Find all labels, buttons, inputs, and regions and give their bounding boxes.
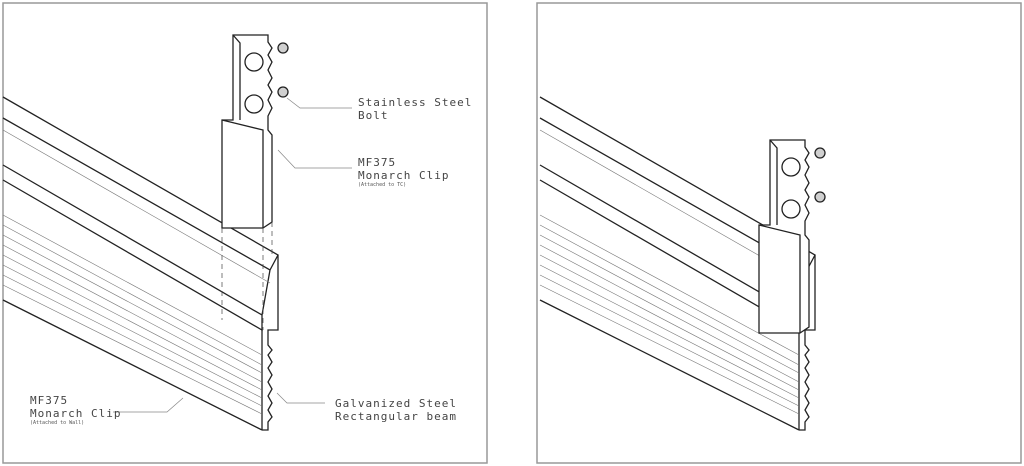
label-line: Stainless Steel <box>358 96 473 109</box>
label-line: Rectangular beam <box>335 410 457 423</box>
clip-exploded <box>221 34 289 229</box>
label-line: MF375 <box>30 394 69 407</box>
beam-exploded <box>2 96 279 431</box>
alignment-lines <box>221 222 273 330</box>
label-stainless-steel-bolt: Stainless Steel Bolt <box>358 96 472 122</box>
label-line: Monarch Clip <box>30 407 122 420</box>
label-line: Monarch Clip <box>358 169 450 182</box>
bolt-icon <box>277 42 289 98</box>
label-galvanized-steel-beam: Galvanized Steel Rectangular beam <box>335 397 457 423</box>
exploded-view-frame <box>2 2 488 464</box>
label-line: Bolt <box>358 109 389 122</box>
label-line: MF375 <box>358 156 397 169</box>
label-clip-attached-to-tc: MF375 Monarch Clip (Attached to TC) <box>358 156 449 189</box>
clip-assembled <box>758 139 826 334</box>
label-clip-attached-to-wall: MF375 Monarch Clip (Attached to Wall) <box>30 394 121 427</box>
label-note: (Attached to Wall) <box>30 420 85 426</box>
leader-lines <box>113 97 352 413</box>
assembled-view-frame <box>536 2 1022 464</box>
label-line: Galvanized Steel <box>335 397 457 410</box>
label-note: (Attached to TC) <box>358 182 407 188</box>
bolt-icon <box>814 147 826 203</box>
